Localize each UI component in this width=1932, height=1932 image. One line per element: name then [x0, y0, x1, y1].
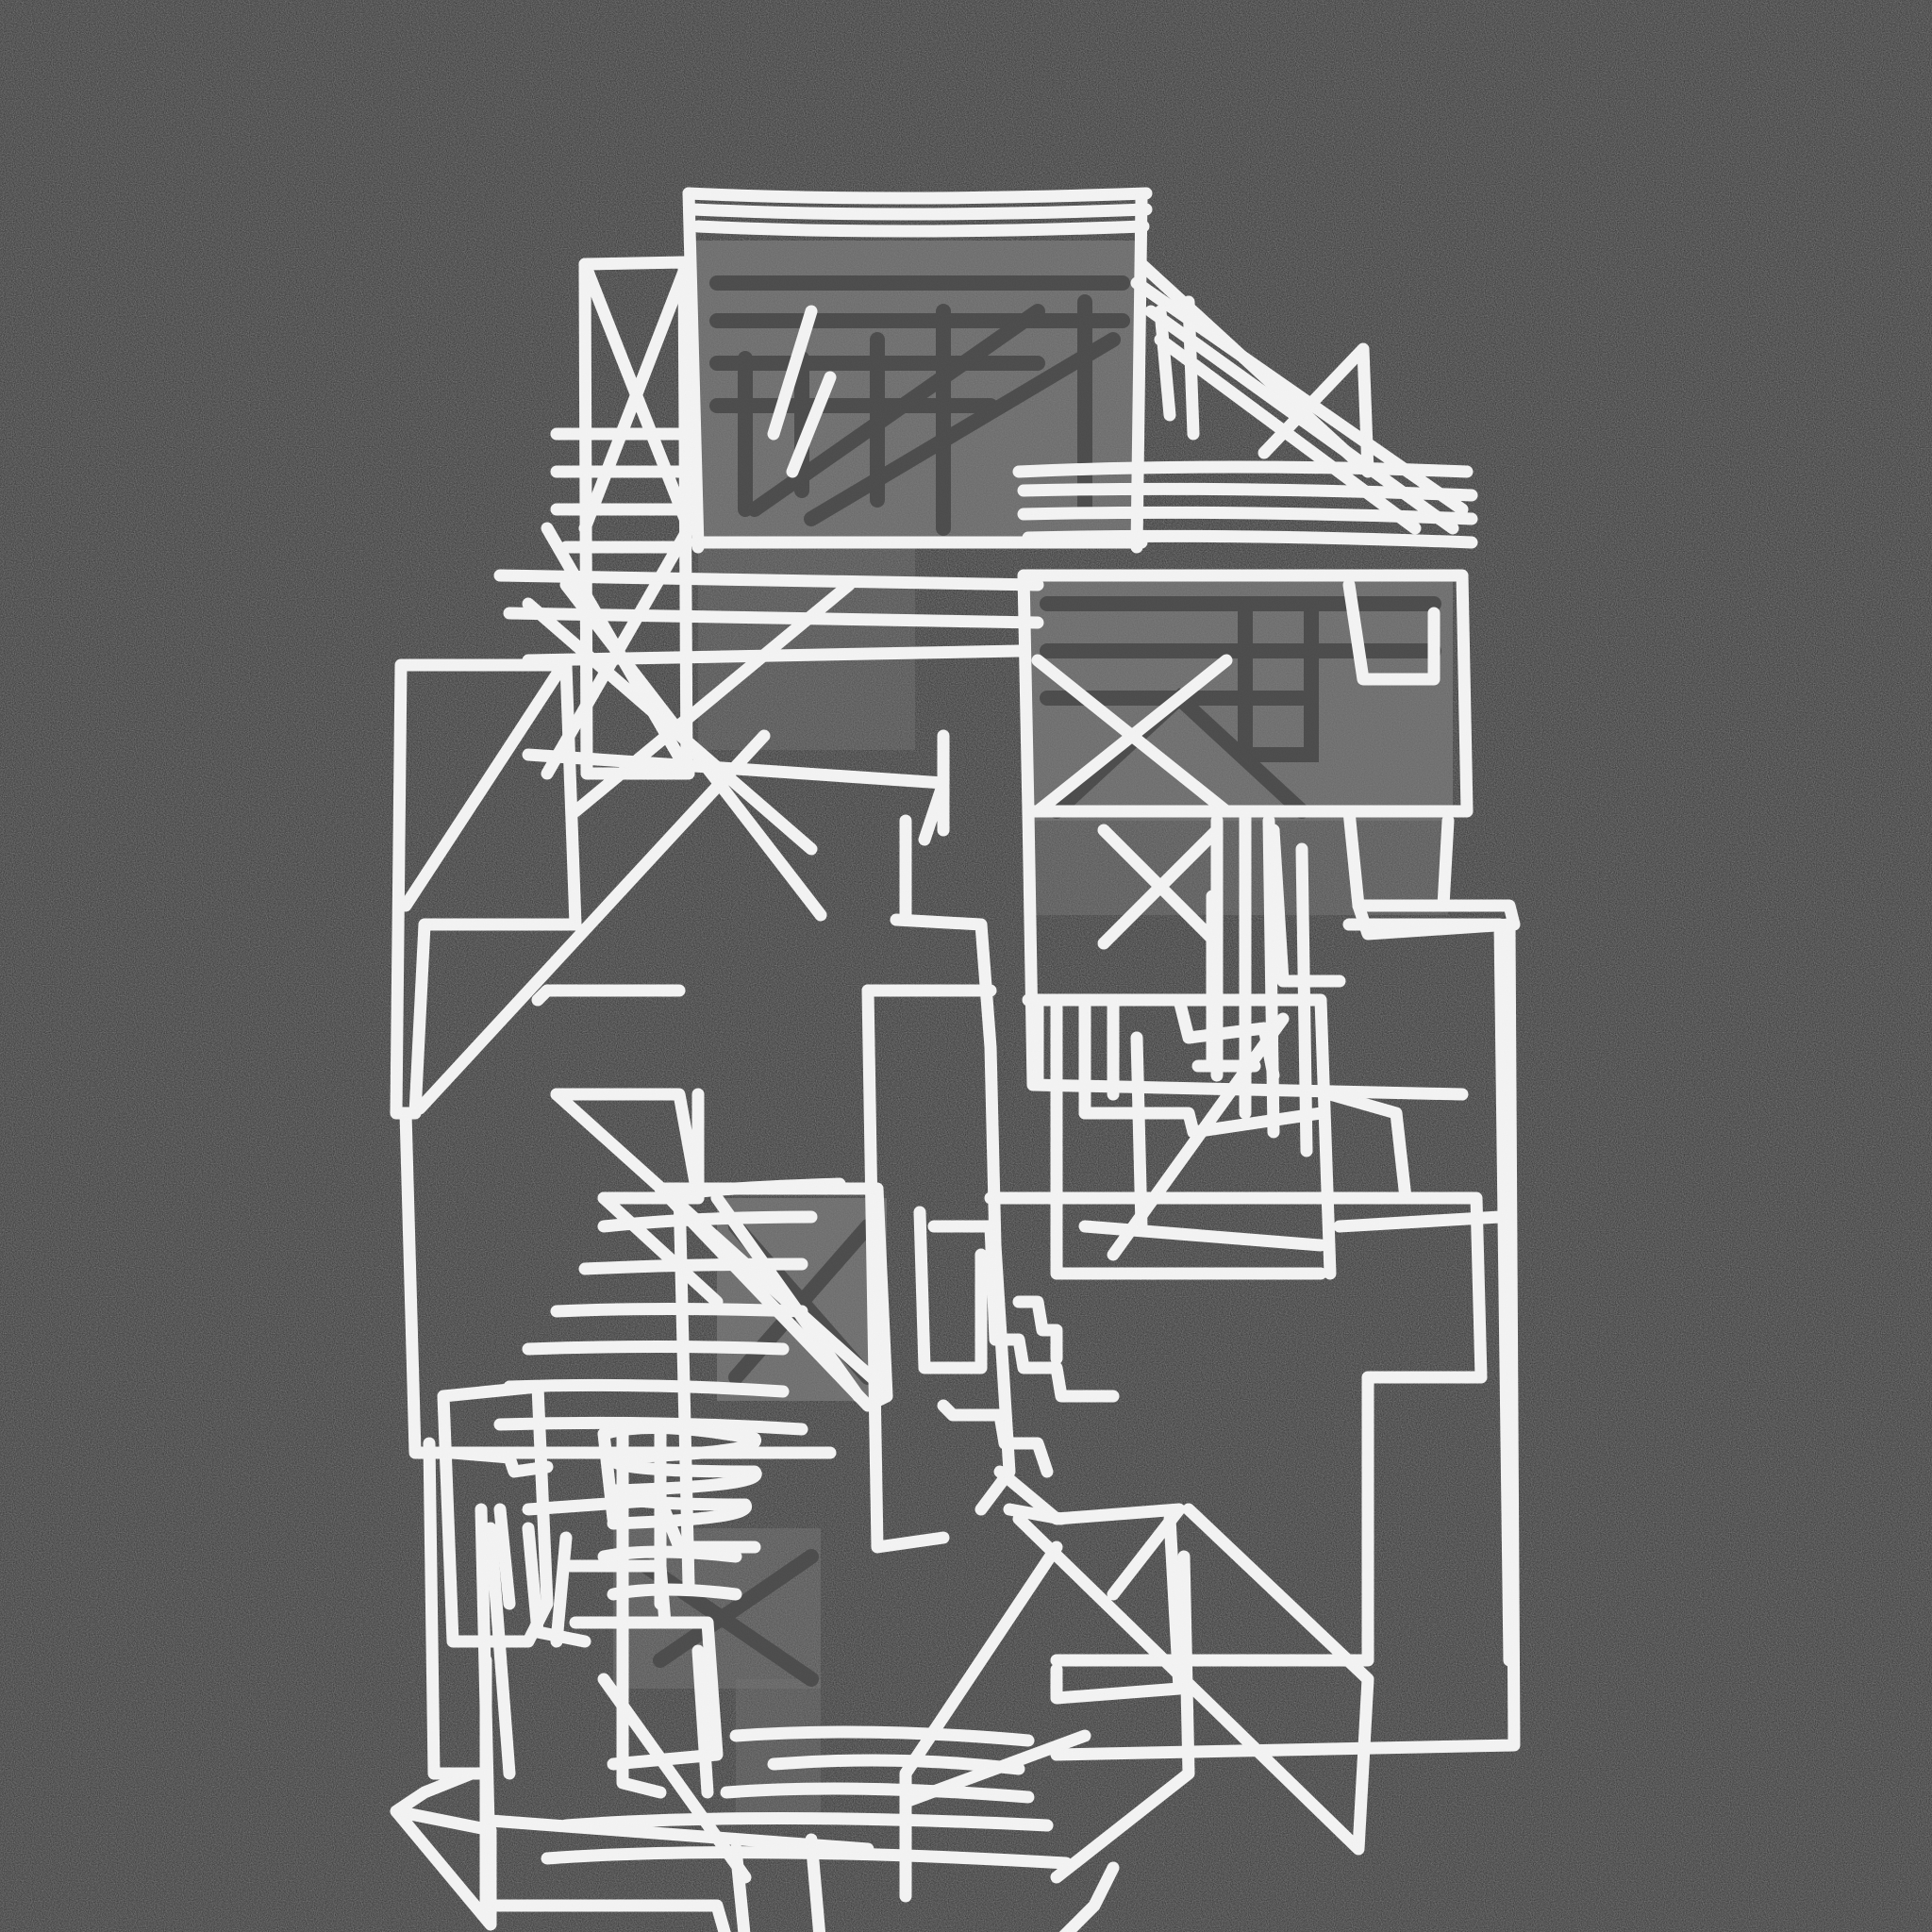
- white-line-work: [390, 187, 1521, 1932]
